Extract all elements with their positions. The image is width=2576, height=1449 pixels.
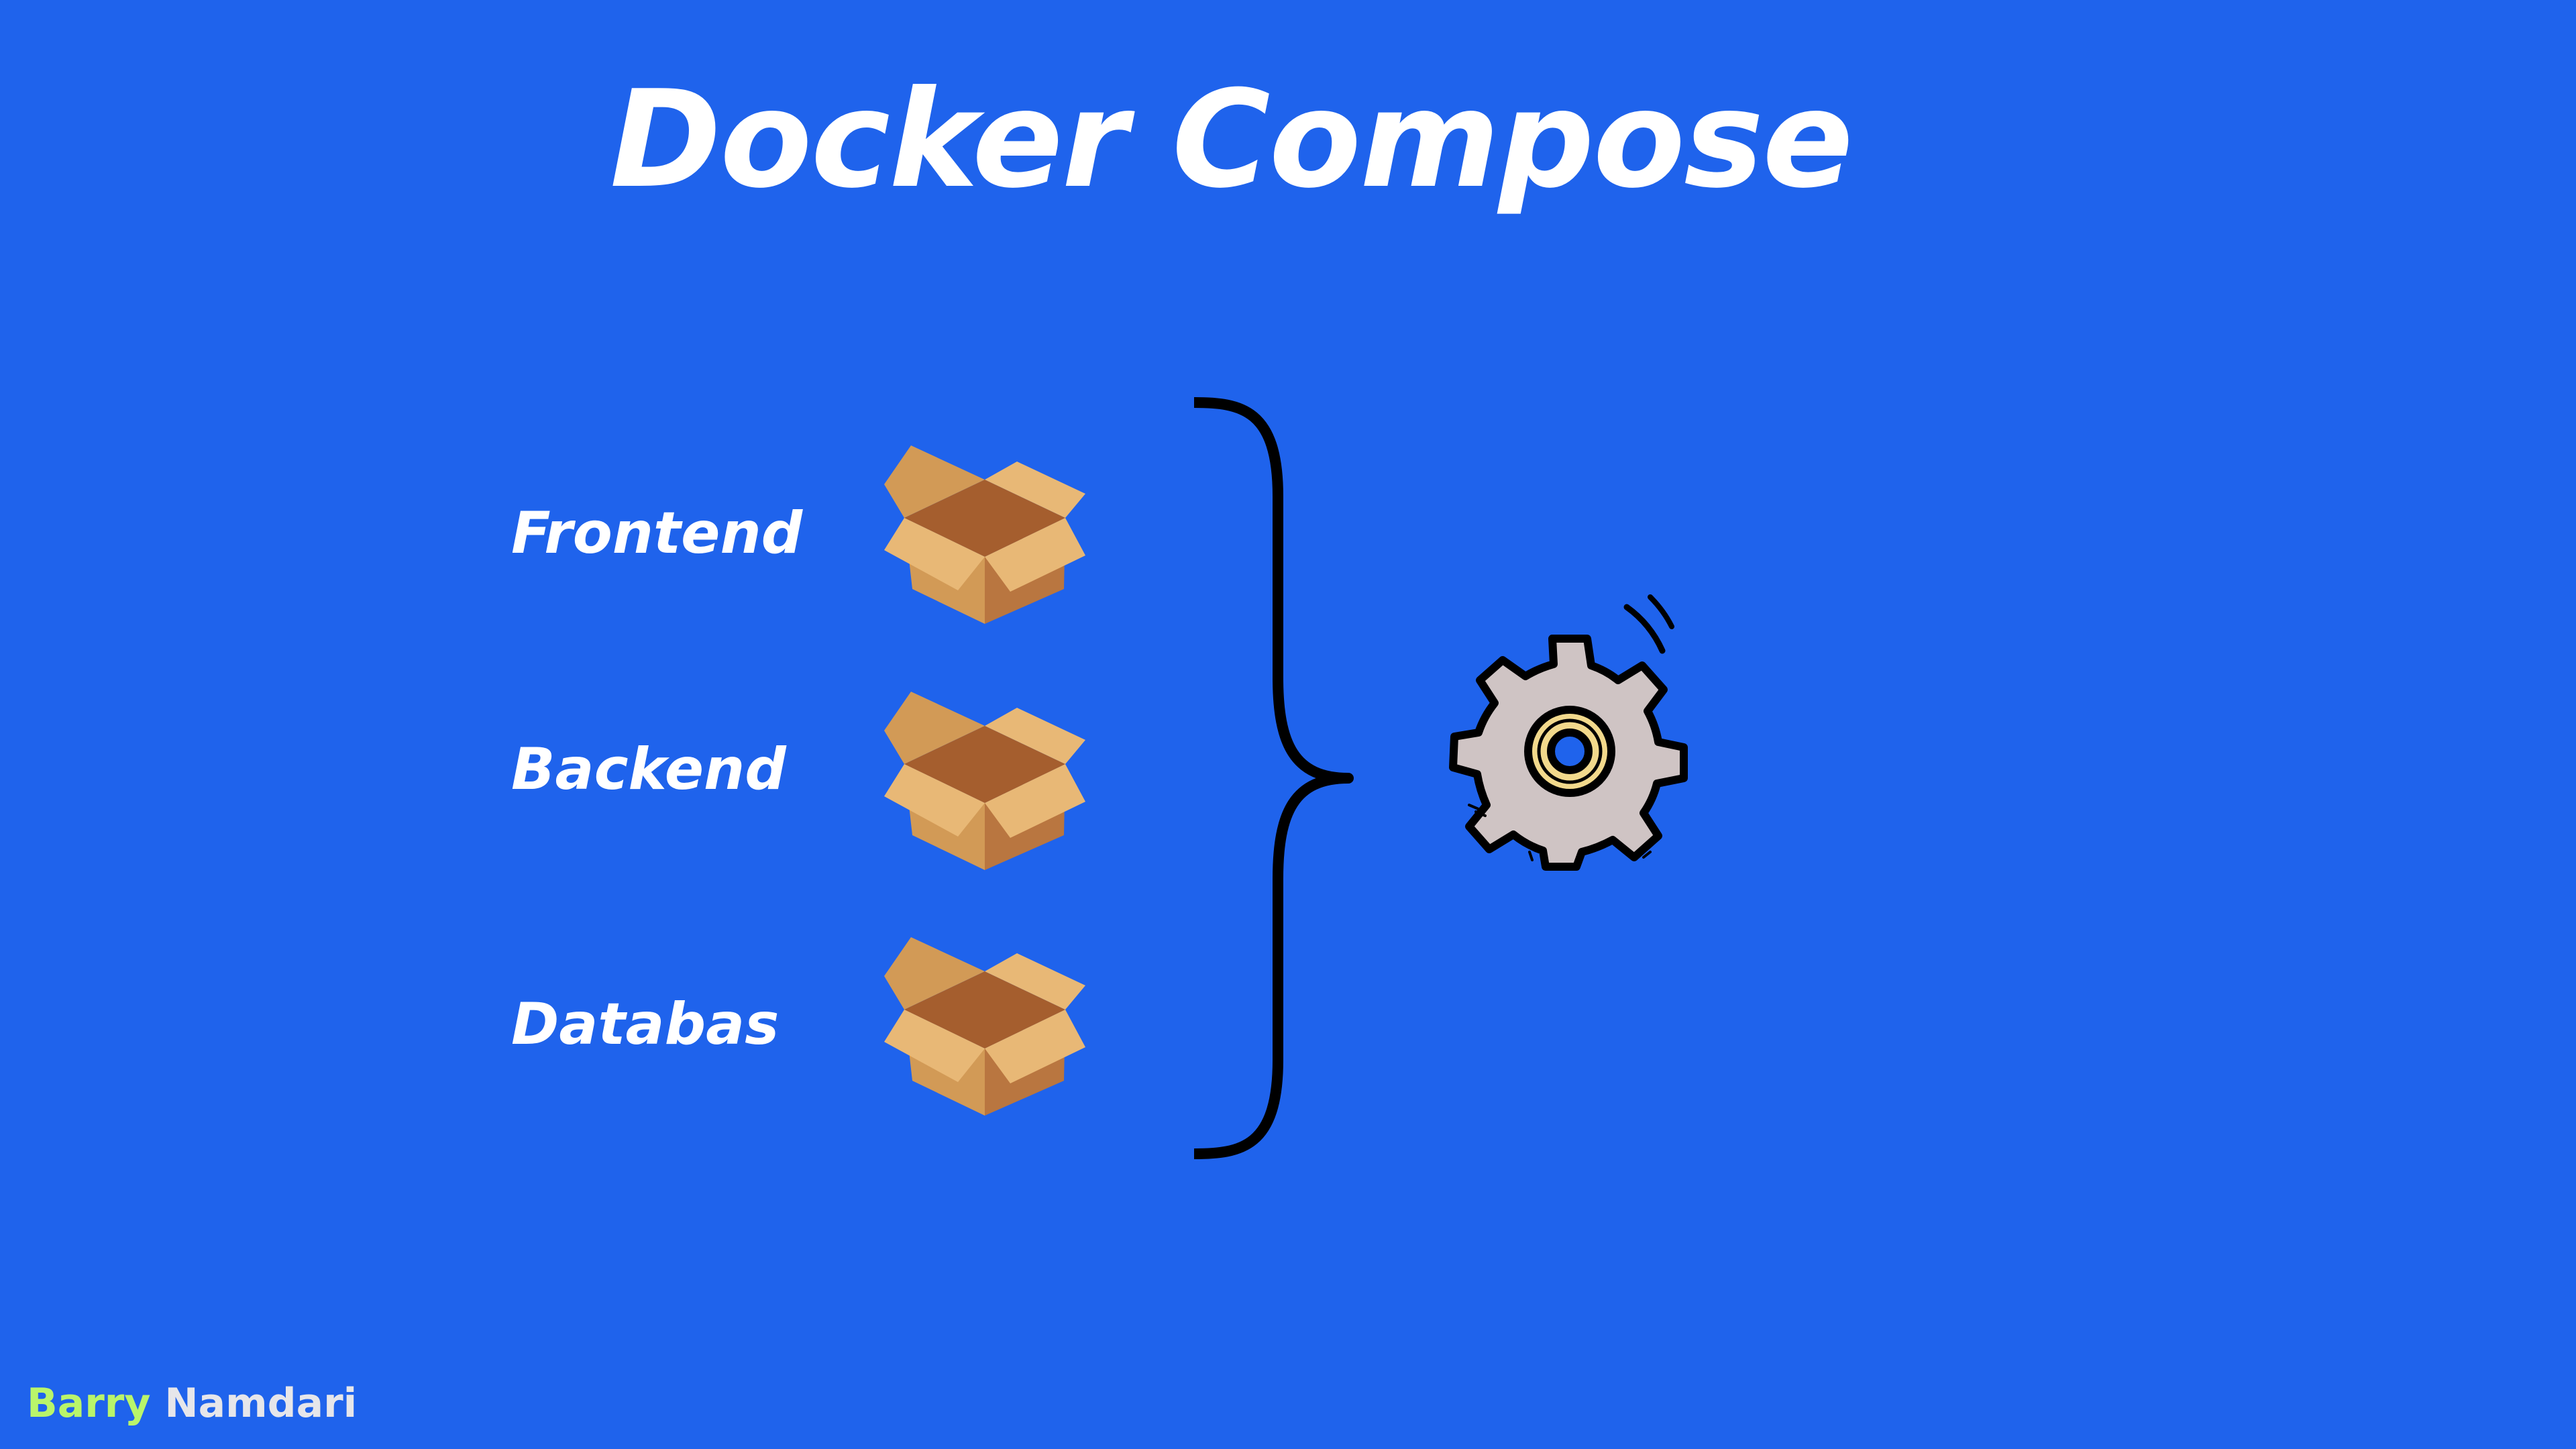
author-credit: Barry Namdari: [27, 1383, 357, 1424]
author-last-name: Namdari: [164, 1380, 358, 1427]
database-box-icon: [884, 937, 1085, 1116]
frontend-box-icon: [884, 445, 1085, 624]
service-label-frontend: Frontend: [511, 500, 803, 567]
author-first-name: Barry: [27, 1380, 151, 1427]
curly-brace: [1193, 397, 1354, 1159]
backend-box-icon: [884, 692, 1085, 870]
page-title: Docker Compose: [610, 62, 1854, 218]
service-label-backend: Backend: [511, 736, 786, 803]
gear-icon: [1449, 594, 1688, 871]
service-label-database: Databas: [511, 991, 780, 1058]
